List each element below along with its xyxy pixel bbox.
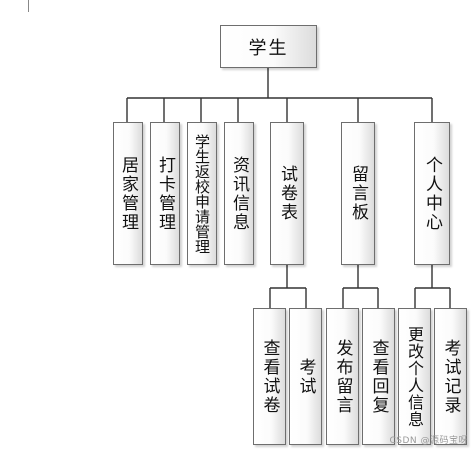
module-personal-center: 个人中心 [414,122,450,265]
root-node-student: 学生 [220,25,317,68]
module-label: 学生返校申请管理 [193,133,211,254]
module-label: 个人中心 [422,155,442,232]
text-cursor-mark [28,0,29,12]
module-news-info: 资讯信息 [224,122,254,265]
child-view-exam-paper: 查看试卷 [253,308,286,445]
module-label: 留言板 [348,165,368,222]
module-label: 资讯信息 [229,155,249,232]
module-label: 打卡管理 [155,155,175,232]
module-home-management: 居家管理 [113,122,143,265]
module-label: 居家管理 [118,155,138,232]
child-edit-personal-info: 更改个人信息 [398,308,431,445]
child-post-message: 发布留言 [326,308,359,445]
module-message-board: 留言板 [341,122,375,265]
module-checkin-management: 打卡管理 [150,122,180,265]
child-label: 更改个人信息 [405,325,424,428]
child-label: 发布留言 [332,338,353,415]
module-exam-paper: 试卷表 [270,122,304,265]
root-node-label: 学生 [248,37,289,59]
module-return-application: 学生返校申请管理 [187,122,217,265]
child-exam-records: 考试记录 [434,308,467,445]
module-label: 试卷表 [277,165,297,222]
child-label: 考试 [295,357,316,396]
child-label: 考试记录 [440,338,461,415]
child-view-reply: 查看回复 [362,308,395,445]
child-label: 查看回复 [368,338,389,415]
watermark-text: CSDN @源码宝呀 [389,436,468,446]
child-take-exam: 考试 [289,308,322,445]
child-label: 查看试卷 [259,338,280,415]
